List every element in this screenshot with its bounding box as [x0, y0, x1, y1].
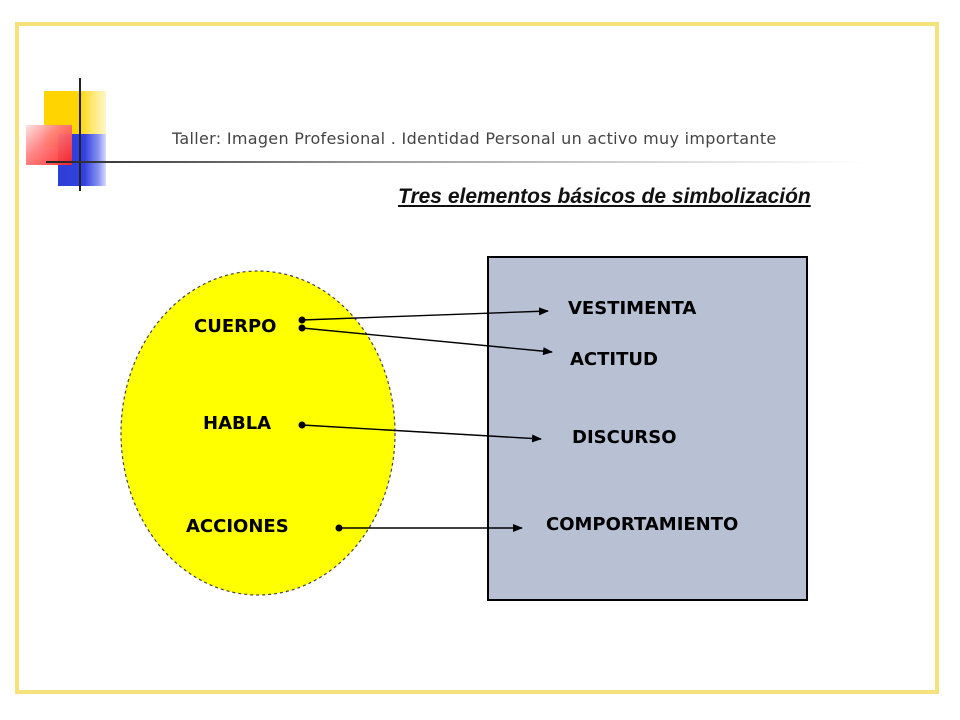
label-actitud: ACTITUD: [570, 349, 658, 370]
decor-vertical-line: [79, 78, 81, 191]
dot-habla: [298, 421, 306, 429]
label-cuerpo: CUERPO: [194, 316, 277, 337]
header-title: Taller: Imagen Profesional . Identidad P…: [172, 129, 777, 148]
dot-cuerpo-2: [298, 324, 306, 332]
diagram-subtitle: Tres elementos básicos de simbolización: [398, 185, 811, 208]
arrow-cuerpo-vestimenta: [301, 307, 549, 321]
arrow-habla-discurso: [301, 424, 542, 443]
label-habla: HABLA: [203, 413, 272, 434]
slide-frame: [15, 22, 939, 694]
label-vestimenta: VESTIMENTA: [568, 298, 697, 319]
dot-acciones: [335, 524, 343, 532]
left-ellipse: [120, 270, 396, 596]
label-acciones: ACCIONES: [186, 516, 289, 537]
decor-red-square: [26, 125, 72, 165]
label-discurso: DISCURSO: [572, 427, 677, 448]
arrow-cuerpo-actitud: [301, 327, 553, 356]
decor-horizontal-line: [46, 161, 866, 163]
dot-cuerpo-1: [298, 316, 306, 324]
label-comportamiento: COMPORTAMIENTO: [546, 514, 739, 535]
